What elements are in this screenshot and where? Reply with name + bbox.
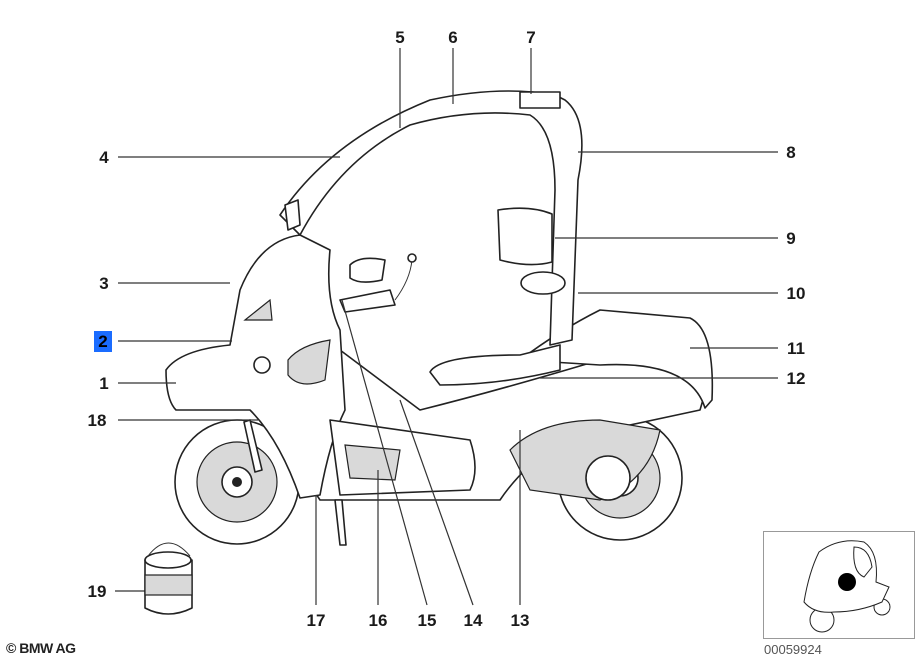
callouts: 1 2 3 4 5 6 7 8 9 10 11 12 13 14 15 16 1… [88, 28, 806, 630]
scooter-illustration [165, 90, 714, 546]
location-marker [838, 573, 856, 591]
callout-14[interactable]: 14 [464, 611, 483, 630]
callout-16[interactable]: 16 [369, 611, 388, 630]
callout-10[interactable]: 10 [787, 284, 806, 303]
copyright: © BMW AG [6, 640, 76, 656]
callout-6[interactable]: 6 [448, 28, 457, 47]
callout-9[interactable]: 9 [786, 229, 795, 248]
callout-7[interactable]: 7 [526, 28, 535, 47]
callout-11[interactable]: 11 [787, 339, 805, 358]
callout-highlight [94, 331, 112, 352]
location-thumbnail [763, 531, 915, 639]
callout-1[interactable]: 1 [99, 374, 108, 393]
image-number: 00059924 [764, 642, 822, 657]
callout-4[interactable]: 4 [99, 148, 109, 167]
callout-2[interactable]: 2 [98, 332, 107, 351]
thumbnail-scooter-icon [803, 540, 891, 633]
callout-19[interactable]: 19 [88, 582, 107, 601]
callout-3[interactable]: 3 [99, 274, 108, 293]
callout-8[interactable]: 8 [786, 143, 795, 162]
callout-15[interactable]: 15 [418, 611, 437, 630]
leader-lines [115, 48, 778, 606]
callout-12[interactable]: 12 [787, 369, 806, 388]
callout-5[interactable]: 5 [395, 28, 404, 47]
callout-17[interactable]: 17 [307, 611, 326, 630]
paint-can-illustration [144, 542, 193, 615]
callout-13[interactable]: 13 [511, 611, 530, 630]
callout-18[interactable]: 18 [88, 411, 107, 430]
